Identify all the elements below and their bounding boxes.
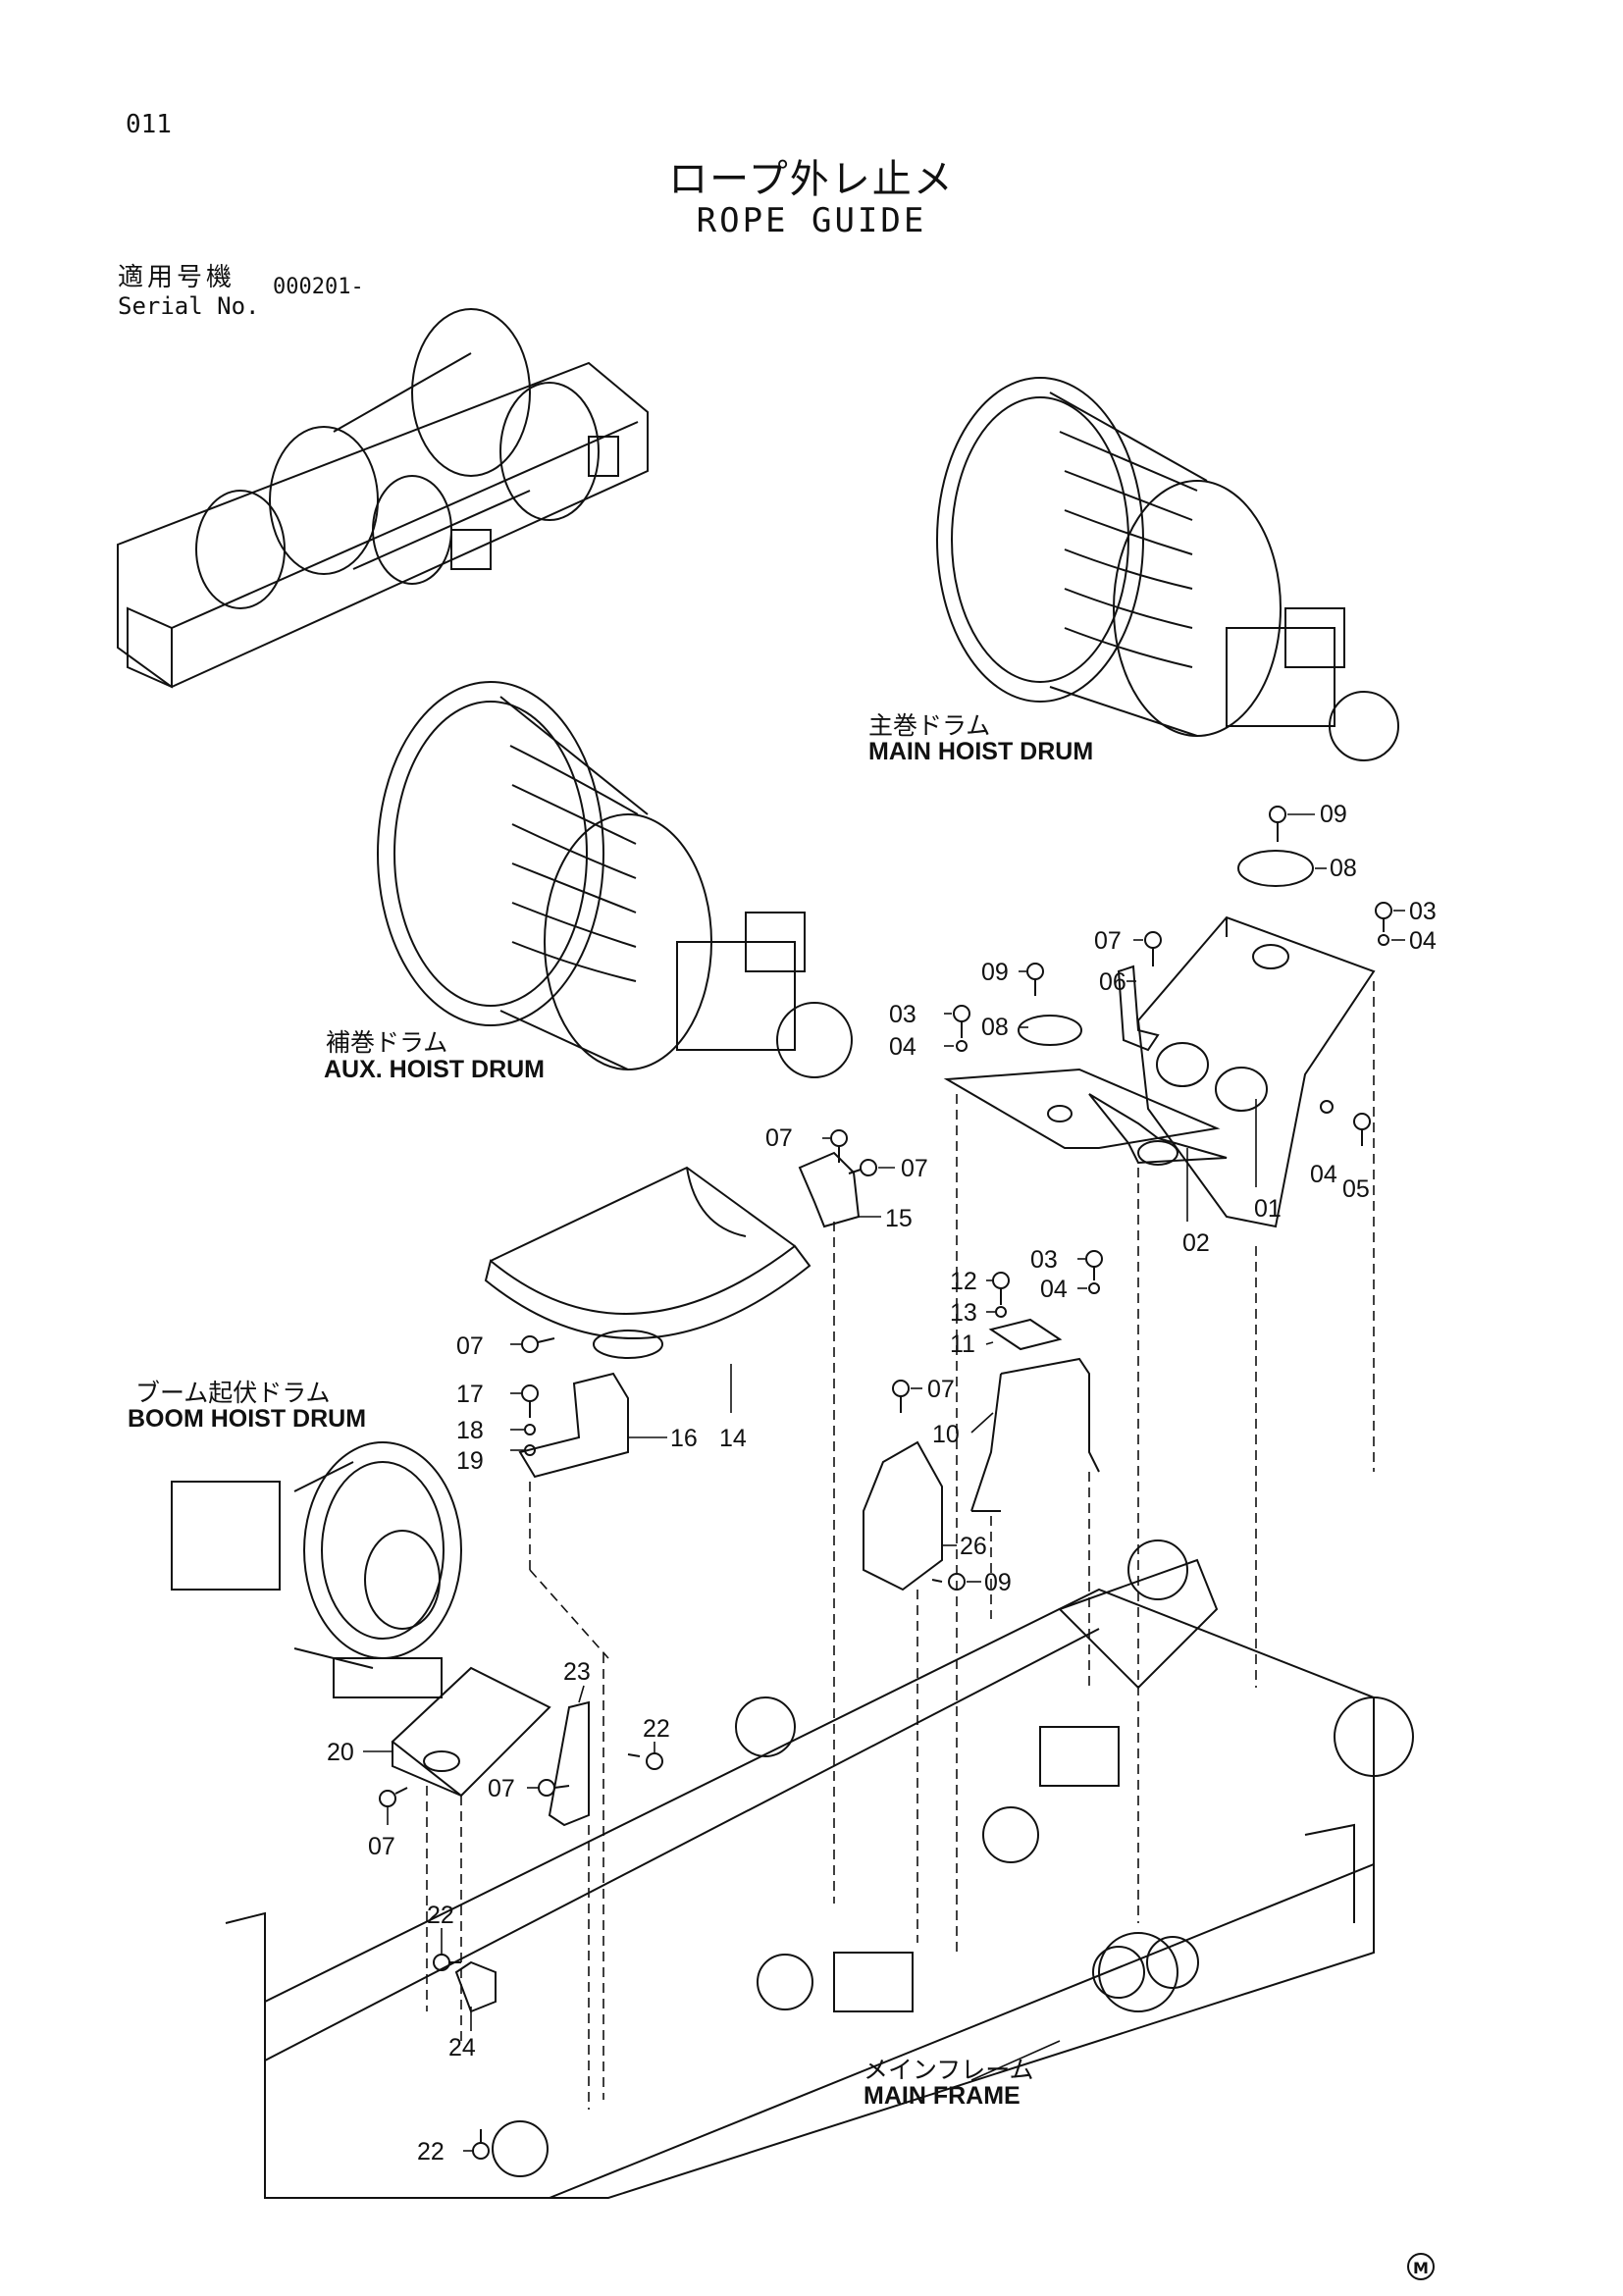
callout-24: 24	[448, 2034, 476, 2061]
bracket-23	[548, 1700, 590, 1827]
callout-13: 13	[950, 1299, 977, 1327]
cradle-14	[484, 1166, 812, 1359]
callout-17: 17	[456, 1381, 484, 1408]
main-frame-label-en: MAIN FRAME	[864, 2082, 1021, 2110]
cover-26	[863, 1440, 943, 1592]
callout-22: 22	[643, 1715, 670, 1743]
callout-07: 07	[765, 1124, 793, 1152]
callout-19: 19	[456, 1447, 484, 1475]
callout-07: 07	[1094, 927, 1122, 955]
cradle-20	[391, 1666, 551, 1798]
callout-03: 03	[1030, 1246, 1058, 1274]
winch-assembly-overview	[117, 308, 649, 689]
callout-15: 15	[885, 1205, 913, 1232]
callout-08: 08	[1330, 855, 1357, 882]
bracket-15	[798, 1151, 861, 1228]
callout-07: 07	[488, 1775, 515, 1802]
callout-leaders	[363, 813, 1405, 2152]
cover-plate-08-mid	[1018, 1015, 1082, 1046]
callout-06: 06	[1099, 968, 1126, 996]
callout-22: 22	[427, 1902, 454, 1929]
callout-22: 22	[417, 2138, 445, 2166]
callout-09: 09	[981, 959, 1009, 986]
plate-11	[988, 1318, 1063, 1351]
boom-hoist-label-en: BOOM HOIST DRUM	[128, 1405, 367, 1433]
callout-18: 18	[456, 1417, 484, 1444]
aux-hoist-drum-illustration	[377, 681, 853, 1078]
serial-label-english: Serial No.	[118, 292, 260, 320]
page-number: 011	[126, 110, 172, 139]
callout-09: 09	[984, 1569, 1012, 1596]
callout-05: 05	[1342, 1175, 1370, 1203]
callout-12: 12	[950, 1268, 977, 1295]
callout-02: 02	[1182, 1229, 1210, 1257]
callout-20: 20	[327, 1739, 354, 1766]
callout-14: 14	[719, 1425, 747, 1452]
callout-04: 04	[1310, 1161, 1337, 1188]
boom-hoist-drum-illustration	[171, 1441, 462, 1698]
bracket-16	[518, 1372, 629, 1479]
callout-07: 07	[901, 1155, 928, 1182]
main-frame-illustration	[225, 1539, 1414, 2199]
callout-07: 07	[927, 1376, 955, 1403]
assembly-guide-lines	[426, 981, 1375, 2110]
callout-04: 04	[1409, 927, 1437, 955]
callout-11: 11	[950, 1331, 975, 1358]
callout-numbers: 09 08 03 04 07 09 06 03 08 04 04 05 01 0…	[327, 801, 1437, 2166]
stand-10	[970, 1357, 1100, 1512]
callout-23: 23	[563, 1658, 591, 1686]
callout-04: 04	[889, 1033, 916, 1061]
callout-07: 07	[456, 1332, 484, 1360]
aux-hoist-label-jp: 補巻ドラム	[326, 1028, 448, 1057]
callout-01: 01	[1254, 1195, 1282, 1223]
bracket-assembly-01-02	[943, 915, 1376, 1228]
main-hoist-label-en: MAIN HOIST DRUM	[868, 738, 1094, 765]
title-japanese: ロープ外レ止メ	[668, 157, 955, 202]
callout-16: 16	[670, 1425, 698, 1452]
boom-hoist-label-jp: ブーム起伏ドラム	[135, 1379, 331, 1407]
callout-07: 07	[368, 1833, 395, 1860]
serial-number-value: 000201-	[273, 275, 364, 299]
serial-label-japanese: 適用号機	[118, 263, 236, 292]
aux-hoist-label-en: AUX. HOIST DRUM	[324, 1056, 545, 1083]
registered-mark: M	[1407, 2253, 1435, 2280]
callout-09: 09	[1320, 801, 1347, 828]
cover-plate-08-top	[1237, 850, 1314, 887]
main-hoist-drum-illustration	[936, 377, 1399, 761]
title-english: ROPE GUIDE	[696, 201, 927, 240]
main-hoist-label-jp: 主巻ドラム	[868, 711, 991, 740]
plate-24	[454, 1960, 497, 2013]
callout-03: 03	[889, 1001, 916, 1028]
callout-26: 26	[960, 1533, 987, 1560]
callout-04: 04	[1040, 1276, 1068, 1303]
bracket-06	[1117, 965, 1160, 1052]
fasteners	[379, 806, 1392, 2160]
callout-08: 08	[981, 1014, 1009, 1041]
callout-03: 03	[1409, 898, 1437, 925]
callout-10: 10	[932, 1421, 960, 1448]
